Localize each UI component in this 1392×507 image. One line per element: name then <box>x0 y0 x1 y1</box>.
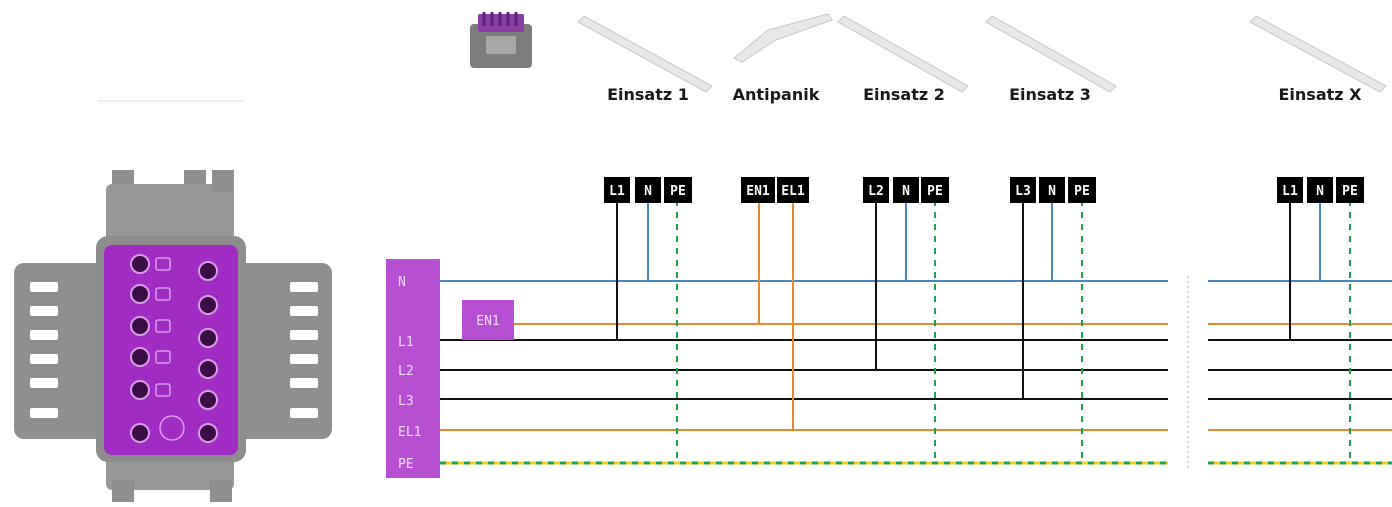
bus-label-l1: L1 <box>398 335 414 350</box>
terminals-einsatz-2: L2 N PE <box>863 177 949 203</box>
terminal-label: PE <box>1074 184 1090 199</box>
terminals-einsatz-x: L1 N PE <box>1277 177 1364 203</box>
fixture-label-5: Einsatz X <box>1279 85 1363 104</box>
en1-label: EN1 <box>476 314 499 329</box>
bus-lines-left <box>440 280 1168 465</box>
terminal-label: PE <box>1342 184 1358 199</box>
terminal-label: PE <box>927 184 943 199</box>
drop-wires <box>616 200 1351 463</box>
terminal-label: L1 <box>609 184 625 199</box>
bus-label-n: N <box>398 275 406 290</box>
terminal-label: EN1 <box>746 184 770 199</box>
terminal-label: N <box>1048 184 1056 199</box>
connector-block-image <box>14 170 332 502</box>
luminaire-3-image <box>985 15 1117 93</box>
terminals-antipanik: EN1 EL1 <box>741 177 809 203</box>
antipanik-luminaire-image <box>733 13 833 63</box>
luminaire-2-image <box>837 15 969 93</box>
terminal-label: L2 <box>868 184 884 199</box>
terminal-label: N <box>902 184 910 199</box>
terminals-einsatz-3: L3 N PE <box>1010 177 1096 203</box>
driver-module-image <box>470 12 532 68</box>
terminals-einsatz-1: L1 N PE <box>604 177 692 203</box>
luminaire-x-image <box>1249 15 1387 93</box>
fixture-label-3: Einsatz 2 <box>863 85 945 104</box>
en1-label-box <box>462 300 514 340</box>
luminaire-1-image <box>577 15 713 93</box>
bus-label-el1: EL1 <box>398 425 421 440</box>
fixture-label-4: Einsatz 3 <box>1009 85 1091 104</box>
terminal-label: PE <box>670 184 686 199</box>
terminal-label: N <box>644 184 652 199</box>
terminal-label: N <box>1316 184 1324 199</box>
terminal-label: L1 <box>1282 184 1298 199</box>
bus-lines-right <box>1208 280 1392 465</box>
bus-label-l2: L2 <box>398 364 414 379</box>
bus-label-block <box>386 259 440 478</box>
bus-label-l3: L3 <box>398 394 414 409</box>
fixture-label-2: Antipanik <box>733 85 820 104</box>
terminal-label: EL1 <box>781 184 805 199</box>
bus-label-pe: PE <box>398 457 414 472</box>
terminal-label: L3 <box>1015 184 1031 199</box>
fixture-label-1: Einsatz 1 <box>607 85 689 104</box>
